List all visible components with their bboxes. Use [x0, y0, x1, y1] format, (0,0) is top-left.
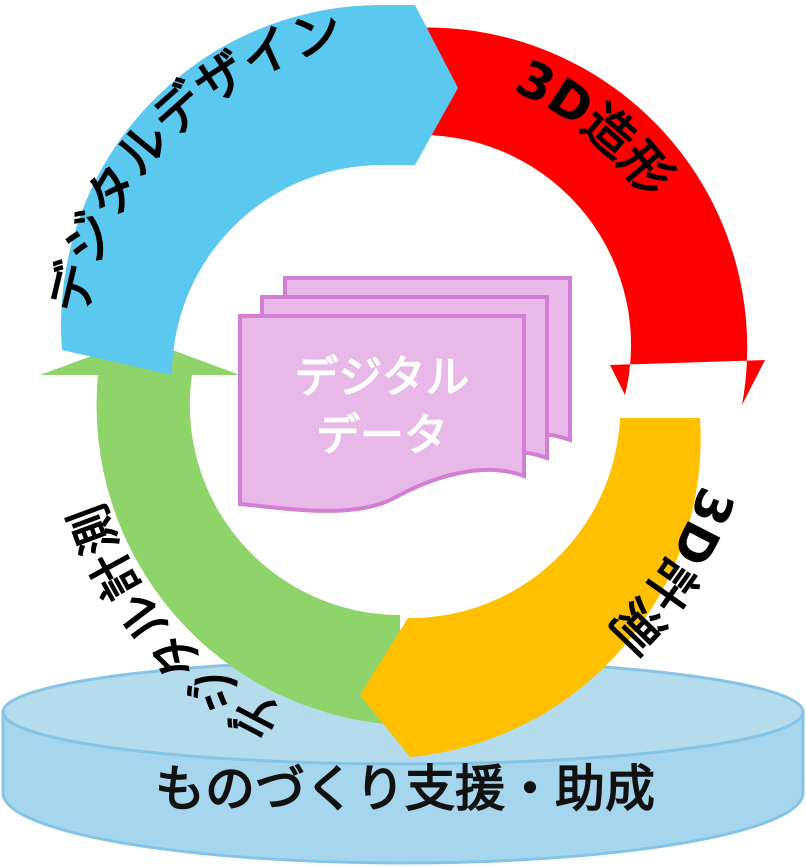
- segment-digital-measurement: [40, 338, 400, 725]
- center-label-line2: データ: [316, 410, 448, 461]
- document-front: [238, 314, 526, 513]
- center-label-line1: デジタル: [294, 352, 469, 403]
- segment-3d-measurement: [360, 418, 701, 757]
- segment-3d-printing: [410, 27, 765, 406]
- digital-data-documents: デジタル データ: [238, 276, 572, 513]
- segment-digital-design: [61, 5, 458, 375]
- base-label: ものづくり支援・助成: [155, 760, 655, 818]
- cycle-ring: [40, 5, 765, 757]
